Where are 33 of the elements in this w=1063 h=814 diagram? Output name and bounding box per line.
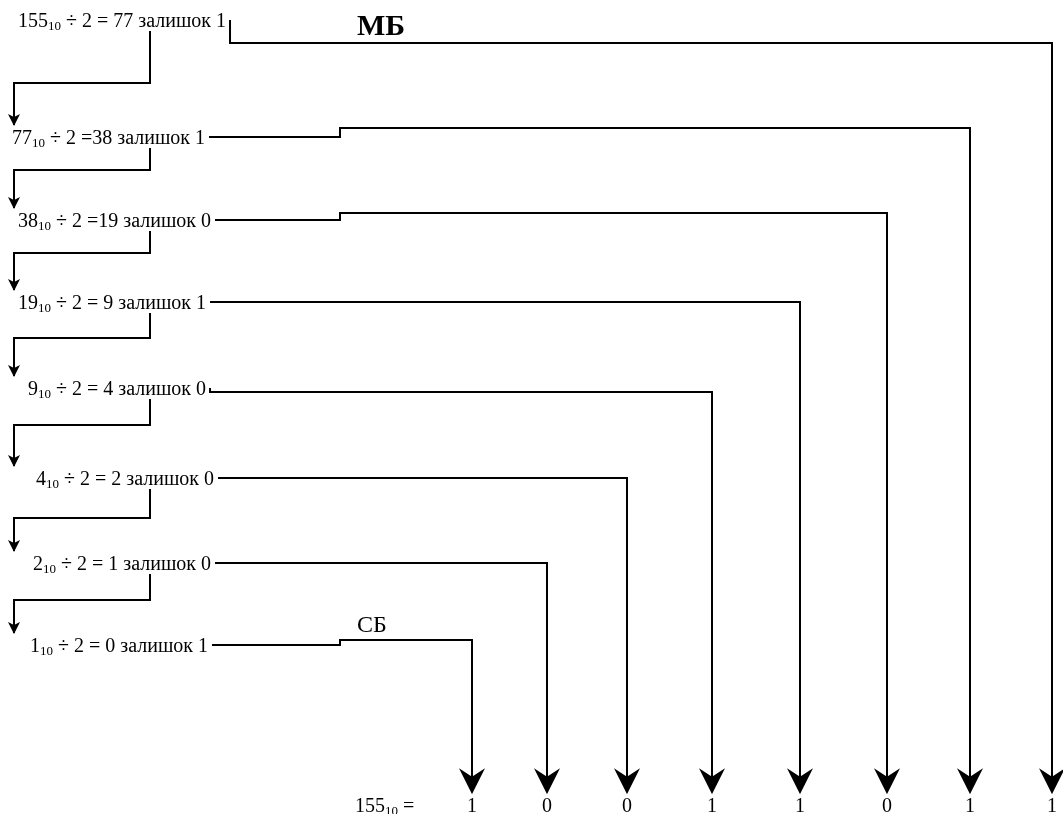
arrow — [8, 398, 151, 467]
division-step-text: 9$_{10}$ ÷ 2 = 4 залишок 0 — [28, 377, 206, 399]
arrow — [8, 573, 151, 634]
result-digit: 1 — [795, 794, 805, 814]
arrow — [217, 477, 640, 795]
arrow — [211, 639, 485, 795]
arrow — [8, 230, 151, 291]
result-digit: 1 — [467, 794, 477, 814]
arrow — [214, 212, 900, 795]
result-digit: 1 — [707, 794, 717, 814]
result-digit: 0 — [542, 794, 552, 814]
edge-label: СБ — [357, 612, 387, 636]
arrow — [214, 562, 560, 795]
result-digit: 1 — [965, 794, 975, 814]
result-digit: 1 — [1047, 794, 1057, 814]
arrow — [8, 312, 151, 377]
arrow — [8, 147, 151, 209]
division-step-text: 155$_{10}$ ÷ 2 = 77 залишок 1 — [18, 9, 226, 31]
edge-label: МБ — [357, 10, 406, 40]
division-step-text: 19$_{10}$ ÷ 2 = 9 залишок 1 — [18, 291, 206, 313]
division-step-text: 1$_{10}$ ÷ 2 = 0 залишок 1 — [30, 634, 208, 656]
arrow — [229, 19, 1063, 795]
result-digit: 0 — [622, 794, 632, 814]
arrow — [209, 387, 725, 795]
arrow — [209, 301, 813, 795]
arrow — [8, 488, 151, 552]
result-digit: 0 — [882, 794, 892, 814]
division-step-text: 2$_{10}$ ÷ 2 = 1 залишок 0 — [33, 552, 211, 574]
division-step-text: 38$_{10}$ ÷ 2 =19 залишок 0 — [18, 209, 211, 231]
arrow — [8, 30, 151, 126]
arrow — [208, 127, 983, 795]
division-step-text: 77$_{10}$ ÷ 2 =38 залишок 1 — [12, 126, 205, 148]
division-step-text: 4$_{10}$ ÷ 2 = 2 залишок 0 — [36, 467, 214, 489]
